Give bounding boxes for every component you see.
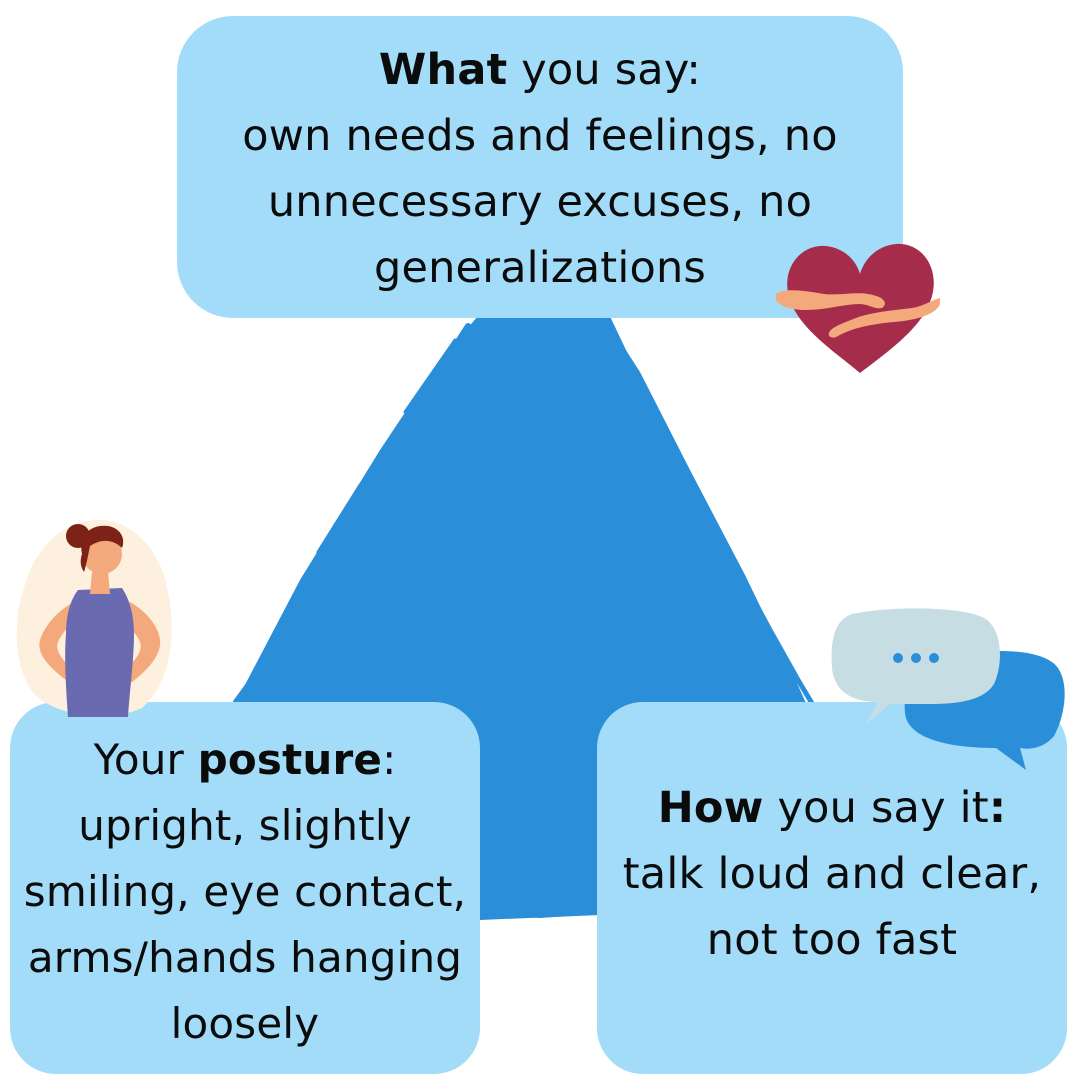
how-colon: : [988,783,1007,833]
posture-title: Your posture: [94,727,397,793]
triangle-brush-edge [248,338,457,682]
posture-box: Your posture: upright, slightly smiling,… [10,702,480,1074]
how-line: not too fast [706,915,958,965]
posture-title-pre: Your [93,735,198,784]
posture-line: upright, slightly [78,801,412,850]
speech-bubble-light [831,608,1000,724]
what-bold: What [378,45,508,95]
woman-hands-on-hips-icon [16,519,172,717]
speech-bubbles-icon [831,608,1065,770]
posture-line: smiling, eye contact, [23,867,467,916]
triangle-brush-edge [233,323,471,705]
what-title-rest: you say: [507,45,702,95]
heart-hug-icon [776,243,940,373]
ellipsis-icon [893,653,939,663]
triangle-brush-edge [605,315,825,723]
what-line: generalizations [373,243,707,293]
what-you-say-box: What you say: own needs and feelings, no… [177,16,903,318]
hugging-arms [776,290,940,338]
posture-title-post: : [382,735,397,784]
how-line: talk loud and clear, [622,849,1042,899]
heart-shape [787,243,934,373]
how-you-say-it-title: How you say it: [658,775,1007,841]
posture-line: loosely [170,999,320,1048]
how-title-rest: you say it [763,783,989,833]
triangle-brush-edge [478,910,602,919]
how-you-say-it-box: How you say it: talk loud and clear, not… [597,702,1067,1074]
what-you-say-title: What you say: [379,37,701,103]
posture-line: arms/hands hanging [27,933,463,982]
how-bold: How [657,783,764,833]
what-line: unnecessary excuses, no [267,177,813,227]
what-line: own needs and feelings, no [242,111,838,161]
woman-figure [39,524,161,717]
posture-bold: posture [197,735,383,784]
